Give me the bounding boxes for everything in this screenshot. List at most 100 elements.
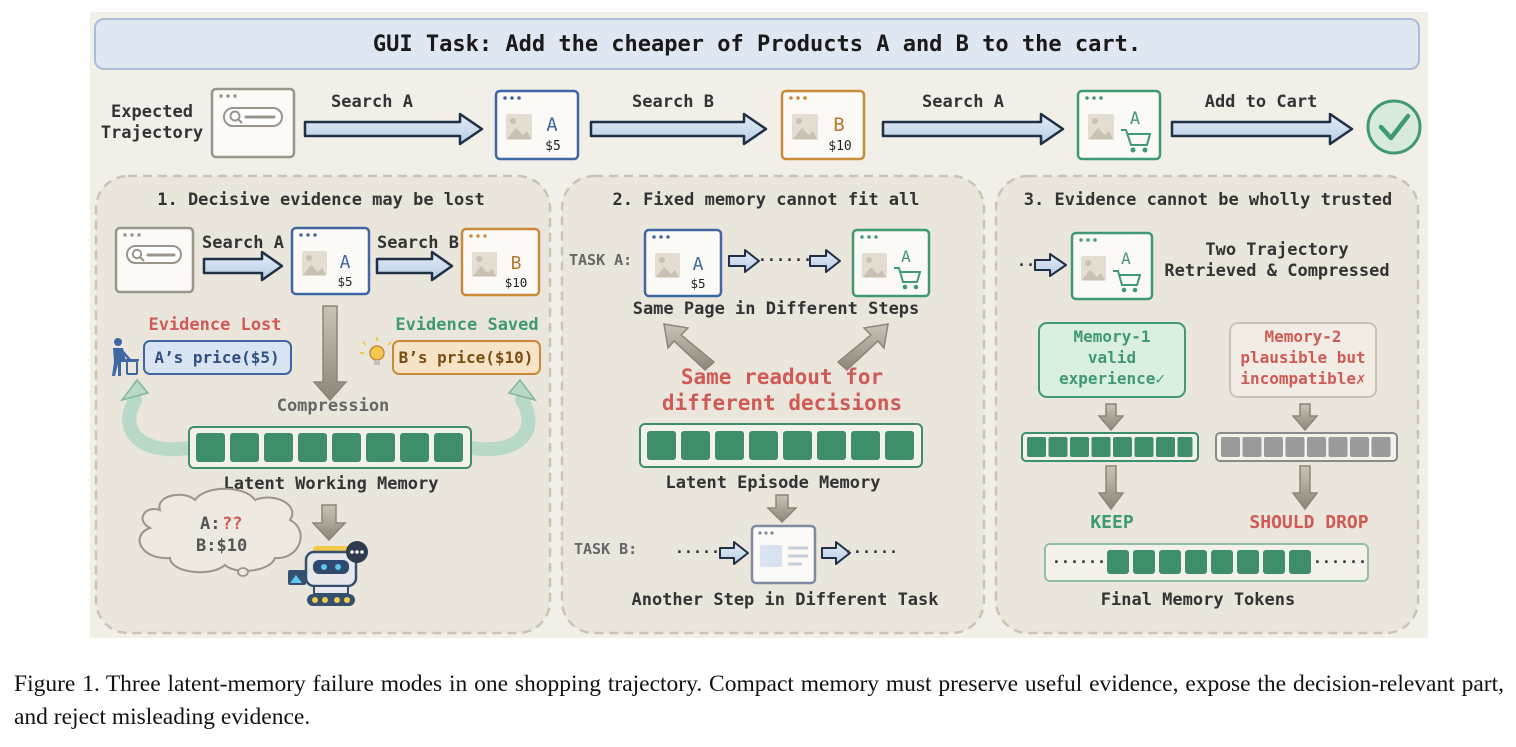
p2-small-arrow-2: [809, 249, 841, 273]
thought-a-prefix: A:: [200, 514, 220, 534]
episode-memory-tokens: [647, 431, 914, 460]
working-memory-label: Latent Working Memory: [224, 474, 439, 494]
product-b-price: $10: [828, 139, 851, 154]
memory-1-box: [1038, 322, 1186, 398]
panel-2-title: 2. Fixed memory cannot fit all: [612, 190, 919, 210]
p2-down-arrow: [766, 494, 798, 524]
panel-1-title: 1. Decisive evidence may be lost: [157, 190, 485, 210]
curved-arrow-left: [120, 378, 195, 457]
memory-2-line-3: incompatible✗: [1240, 369, 1365, 388]
figure-caption: Figure 1.Three latent-memory failure mod…: [14, 668, 1504, 734]
p2-cart-page-icon: [851, 228, 931, 298]
p2-cart-letter: A: [901, 247, 911, 266]
p2-small-arrow-1: [728, 249, 760, 273]
p2-small-arrow-3: [719, 541, 749, 565]
final-dots-left: ······: [1052, 553, 1106, 571]
thought-cloud: [138, 487, 302, 577]
another-step-label: Another Step in Different Task: [631, 590, 938, 610]
retrieved-line-2: Retrieved & Compressed: [1164, 261, 1389, 281]
p3-cart-letter: A: [1121, 249, 1131, 268]
p2-diag-arrow-right: [836, 323, 889, 372]
step-1-label: Search A: [331, 92, 413, 112]
p1-search-a-label: Search A: [202, 233, 284, 253]
p1-product-b-price: $10: [505, 275, 528, 290]
p3-dots-lead: ··: [1017, 256, 1035, 274]
expected-label-2: Trajectory: [101, 123, 203, 143]
final-dots-right: ······: [1313, 553, 1367, 571]
evidence-lost-box: [143, 340, 292, 375]
success-check-icon: [1366, 99, 1422, 155]
task-b-label: TASK B:: [574, 540, 637, 558]
lightbulb-icon: [360, 337, 392, 365]
task-title-bar: [94, 18, 1420, 70]
step-2-label: Search B: [632, 92, 714, 112]
caption-text: Three latent-memory failure modes in one…: [14, 671, 1505, 730]
memory-2-tokens: [1221, 437, 1391, 457]
p2-product-a-price: $5: [690, 276, 705, 291]
p1-search-b-label: Search B: [377, 233, 459, 253]
compression-label: Compression: [277, 396, 390, 416]
memory-1-line-2: valid: [1088, 348, 1136, 367]
episode-memory-label: Latent Episode Memory: [666, 473, 881, 493]
product-b-page-icon: [780, 89, 866, 161]
readout-line-2: different decisions: [662, 391, 902, 415]
final-memory-label: Final Memory Tokens: [1101, 590, 1295, 610]
p1-search-page-icon: [114, 226, 195, 294]
p2-dots-b-left: ······: [675, 543, 729, 561]
robot-icon: [288, 541, 368, 606]
robot-arrow: [311, 504, 347, 542]
arrow-step-3: [881, 112, 1065, 146]
working-memory-tokens: [196, 433, 463, 462]
p1-arrow-search-a: [202, 250, 284, 282]
evidence-saved-label: Evidence Saved: [395, 315, 538, 335]
memory-1-line-1: Memory-1: [1073, 327, 1150, 346]
same-page-label: Same Page in Different Steps: [633, 299, 920, 319]
p2-other-page-icon: [750, 524, 817, 585]
arrow-step-1: [303, 112, 484, 146]
trash-person-icon: [112, 338, 139, 376]
p3-cart-page-icon: [1070, 231, 1154, 301]
keep-label: KEEP: [1090, 512, 1134, 533]
product-b-letter: B: [833, 114, 844, 136]
drop-label: SHOULD DROP: [1249, 512, 1368, 533]
product-a-letter: A: [546, 114, 558, 136]
curved-arrow-right: [465, 378, 537, 457]
retrieved-line-1: Two Trajectory: [1205, 240, 1348, 260]
p1-product-a-letter: A: [340, 252, 351, 273]
p2-diag-arrow-left: [663, 323, 716, 372]
p1-arrow-search-b: [375, 250, 454, 282]
failure-modes-figure: GUI Task: Add the cheaper of Products A …: [90, 12, 1428, 638]
search-page-icon: [210, 87, 296, 159]
drop-down-arrow: [1291, 465, 1319, 511]
p1-product-a-price: $5: [337, 274, 352, 289]
product-a-page-icon: [494, 89, 580, 161]
cart-product-letter: A: [1130, 109, 1140, 129]
evidence-lost-item: A’s price($5): [154, 348, 279, 367]
p2-dots-a: ······: [758, 251, 812, 269]
memory-1-down-arrow: [1097, 403, 1125, 432]
memory-2-box: [1229, 322, 1377, 398]
task-title: GUI Task: Add the cheaper of Products A …: [373, 32, 1141, 57]
cart-page-icon: [1076, 89, 1162, 161]
p1-product-b-letter: B: [511, 253, 522, 274]
p2-product-a-letter: A: [693, 254, 704, 275]
memory-1-line-3: experience✓: [1059, 369, 1165, 388]
step-3-label: Search A: [922, 92, 1004, 112]
arrow-step-2: [589, 112, 768, 146]
product-a-price: $5: [545, 139, 561, 154]
keep-down-arrow: [1097, 465, 1125, 511]
step-4-label: Add to Cart: [1205, 92, 1318, 112]
thought-b: B:$10: [196, 536, 247, 556]
readout-line-1: Same readout for: [681, 365, 883, 389]
caption-label: Figure 1.: [14, 671, 100, 697]
p2-small-arrow-4: [821, 541, 851, 565]
p2-dots-b-right: ······: [844, 543, 898, 561]
compression-arrow: [312, 305, 348, 402]
panel-3-title: 3. Evidence cannot be wholly trusted: [1024, 190, 1392, 210]
expected-label-1: Expected: [111, 102, 193, 122]
final-memory-tokens: [1107, 550, 1311, 574]
evidence-lost-label: Evidence Lost: [148, 315, 281, 335]
task-a-label: TASK A:: [569, 251, 632, 269]
evidence-saved-box: [392, 340, 541, 375]
memory-2-line-1: Memory-2: [1264, 327, 1341, 346]
